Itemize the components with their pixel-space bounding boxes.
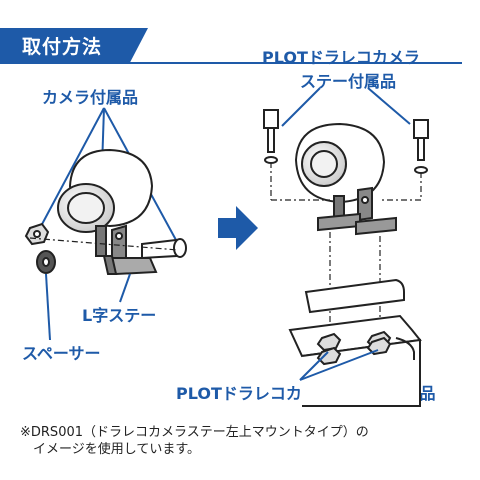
footnote-line-2: イメージを使用しています。 [20,442,201,457]
right-mounting-plate [288,278,422,407]
leader-lines-plot-stay-bottom [299,349,379,381]
right-bottom-nut-left [316,332,342,366]
right-camera-assembly [263,87,429,407]
label-l-stay: L字ステー [82,306,157,325]
leader-line-l-stay [119,273,131,303]
section-header: 取付方法 [0,28,462,64]
label-plot-stay-accessory-top-2: ステー付属品 [300,72,397,91]
leader-lines-plot-stay-top [281,87,411,127]
leader-line-spacer [45,273,51,341]
right-camera-bracket [317,186,397,236]
footnote: ※DRS001（ドラレコカメラステー左上マウントタイプ）の イメージを使用してい… [20,424,440,458]
right-top-screw-left [263,109,279,164]
left-assembly-axis [29,237,179,251]
section-header-tab [0,28,148,62]
left-spacer [36,250,56,274]
left-bolt [141,238,187,260]
left-l-stay [102,255,158,276]
section-title: 取付方法 [22,36,103,58]
right-top-screw-right [413,119,429,174]
right-bottom-nut-right [366,330,392,356]
label-spacer: スペーサー [22,344,101,363]
label-plot-stay-accessory-top-1: PLOTドラレコカメラ [262,48,420,67]
left-camera-body [57,148,154,233]
right-camera-body [294,122,386,204]
label-camera-accessory: カメラ付属品 [42,88,139,107]
right-arrow-icon [218,206,258,250]
left-camera-assembly [24,107,187,341]
left-camera-bracket [95,224,127,265]
left-nut [24,222,50,246]
footnote-line-1: ※DRS001（ドラレコカメラステー左上マウントタイプ）の [20,425,369,440]
